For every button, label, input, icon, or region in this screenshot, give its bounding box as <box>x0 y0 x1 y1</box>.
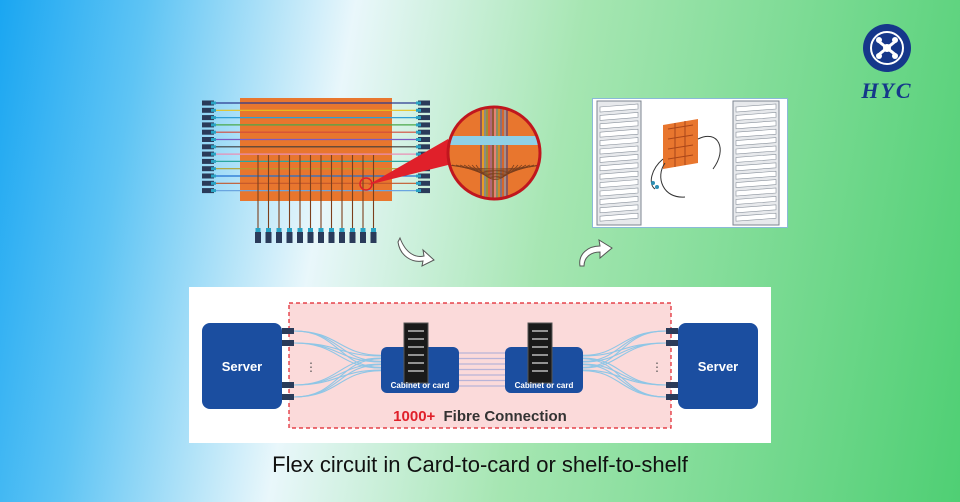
flex-sheet <box>663 119 698 169</box>
cabinet-left-label: Cabinet or card <box>391 381 450 390</box>
shelf-rack-right <box>732 100 780 226</box>
curved-arrow-up-icon <box>579 238 613 267</box>
ellipsis-right: ⋮ <box>651 360 663 374</box>
zoom-magnifier <box>446 105 542 201</box>
right-connectors <box>416 100 430 194</box>
shelf-rack-left <box>596 100 642 226</box>
caption: Flex circuit in Card-to-card or shelf-to… <box>272 452 688 477</box>
fanout-fibers-left <box>293 330 382 398</box>
hyc-logo: HYC <box>852 20 922 110</box>
cabinet-right-rack-icon <box>527 322 553 384</box>
cabinet-right-label: Cabinet or card <box>515 381 574 390</box>
fibre-connection-title: 1000+ Fibre Connection <box>393 408 567 425</box>
curved-arrow-down-icon <box>397 236 435 267</box>
horizontal-fibers <box>216 102 418 192</box>
fanout-fibers-right <box>582 330 667 398</box>
fibre-text: Fibre Connection <box>443 408 566 425</box>
cabinet-shelf-illustration <box>592 98 788 228</box>
flex-circuit-illustration <box>202 98 542 243</box>
server-left-label: Server <box>222 359 262 374</box>
server-ports <box>282 328 678 400</box>
server-right-label: Server <box>698 359 738 374</box>
zoom-pointer <box>368 139 456 185</box>
server-right <box>678 323 758 409</box>
vertical-fibers <box>257 155 375 231</box>
cabinet-left-rack-icon <box>403 322 429 384</box>
server-left <box>202 323 282 409</box>
ellipsis-left: ⋮ <box>305 360 317 374</box>
brand-name: HYC <box>861 78 913 103</box>
fibre-count: 1000+ <box>393 408 435 425</box>
card-bridge-fibers <box>457 352 507 387</box>
bottom-connectors <box>255 228 377 243</box>
hyc-emblem-icon <box>863 24 911 72</box>
fibre-connection-diagram: Server Server Cabinet or card Cabinet or… <box>189 287 771 443</box>
left-connectors <box>202 100 216 194</box>
